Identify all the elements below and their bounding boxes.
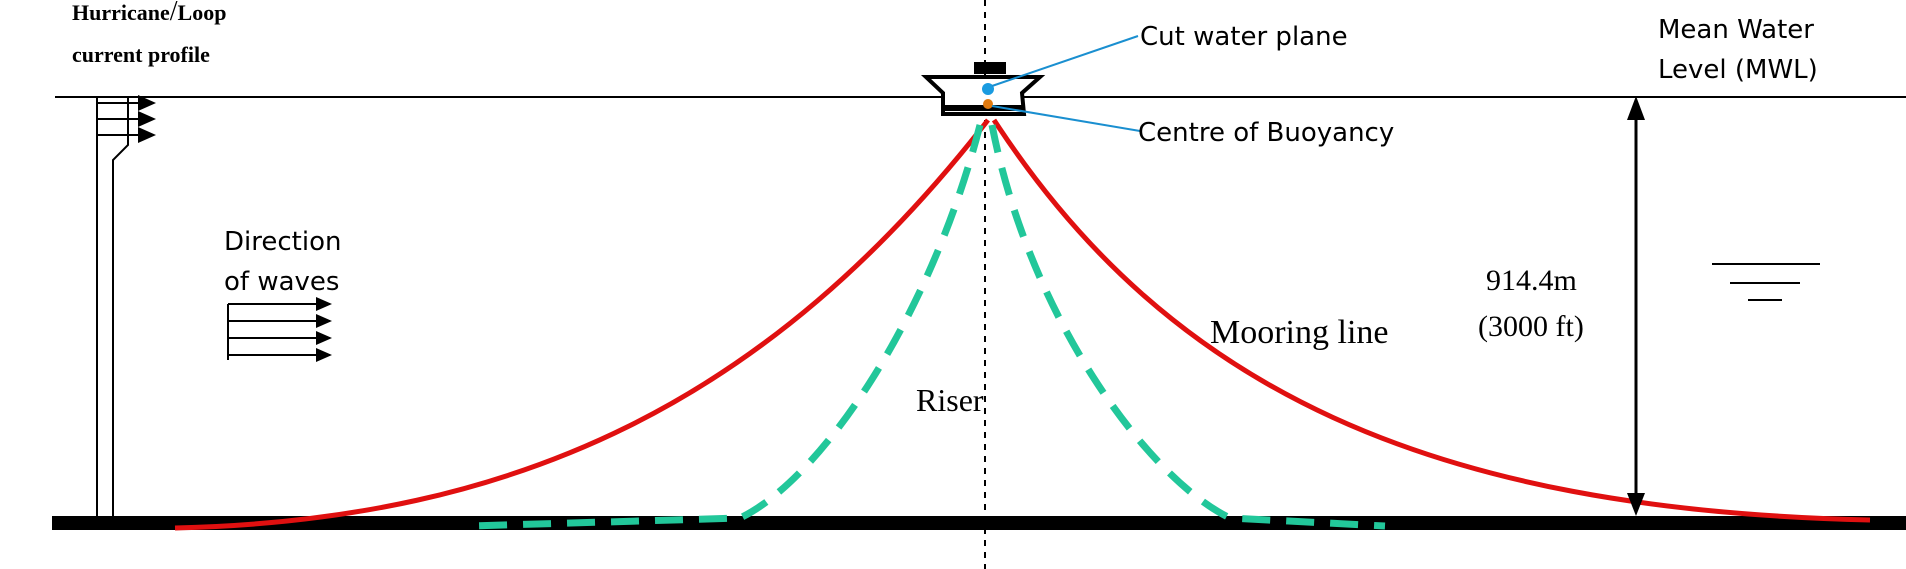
- mooring-line-label: Mooring line: [1210, 314, 1388, 351]
- riser-label: Riser: [916, 382, 984, 418]
- riser-left: [469, 124, 984, 530]
- direction-label-line2: of waves: [224, 267, 339, 297]
- current-profile-label-b: Loop: [178, 0, 227, 25]
- current-profile-label-line2: current profile: [72, 42, 210, 67]
- depth-dimension-arrow: [1627, 96, 1645, 516]
- water-level-icon: [1712, 263, 1820, 301]
- depth-metric-label: 914.4m: [1486, 264, 1577, 297]
- current-profile-label-a: Hurricane: [72, 0, 170, 25]
- seabed-line: [52, 516, 1906, 530]
- platform-hull-icon: [920, 62, 1046, 116]
- centre-of-buoyancy-marker: [983, 99, 993, 109]
- direction-label-line1: Direction: [224, 227, 341, 257]
- cut-water-plane-marker: [982, 83, 994, 95]
- wave-direction-arrows-icon: [227, 297, 332, 362]
- current-profile-icon: [96, 95, 156, 516]
- mooring-line-right: [991, 118, 1871, 523]
- current-profile-label: Hurricane/Loop: [72, 0, 226, 27]
- riser-right: [988, 124, 1386, 530]
- centre-of-buoyancy-leader: [991, 105, 1141, 132]
- depth-imperial-label: (3000 ft): [1478, 310, 1584, 343]
- cut-water-plane-label: Cut water plane: [1140, 22, 1348, 52]
- mooring-line-left: [174, 118, 990, 531]
- centre-of-buoyancy-label: Centre of Buoyancy: [1138, 118, 1394, 148]
- cut-water-plane-leader: [991, 35, 1139, 87]
- mwl-label-line2: Level (MWL): [1658, 55, 1818, 85]
- mwl-label-line1: Mean Water: [1658, 15, 1814, 45]
- current-profile-label-slash: /: [170, 0, 178, 27]
